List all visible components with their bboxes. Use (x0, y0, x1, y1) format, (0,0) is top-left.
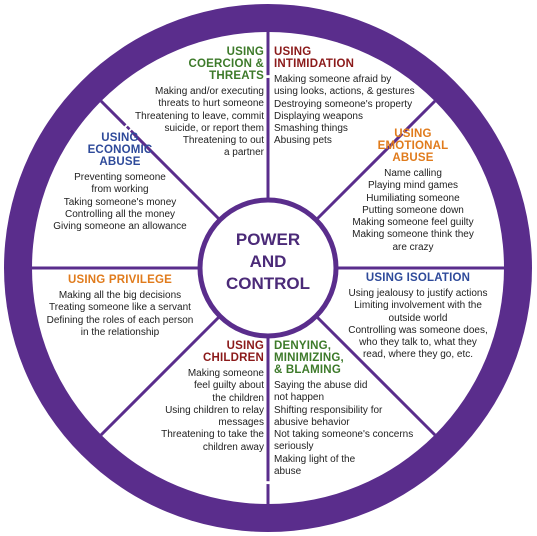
segment-item: Giving someone an allowance (53, 221, 187, 233)
center-line-3: CONTROL (225, 274, 311, 293)
segment-item: Defining the roles of each person (46, 314, 194, 326)
segment-item: Shifting responsibility for (274, 404, 383, 416)
segment-item: Humiliating someone (366, 192, 460, 204)
segment-title-line: ABUSE (392, 152, 434, 164)
segment-item: Making light of the (274, 453, 356, 465)
segment-title-line: USING PRIVILEGE (68, 274, 172, 286)
segment-item: messages (218, 417, 264, 429)
segment-item: Making someone afraid by (274, 74, 392, 85)
segment-item: Abusing pets (274, 135, 332, 147)
segment-item: read, where they go, etc. (362, 349, 474, 361)
segment-item: feel guilty about (193, 380, 264, 392)
segment-item: Threatening to leave, commit (135, 110, 264, 122)
segment-item: are crazy (392, 241, 434, 253)
segment-item: Making someone (187, 368, 264, 379)
center-line-1: POWER (235, 230, 301, 249)
segment-item: Limiting involvement with the (354, 300, 482, 312)
segment-item: Playing mind games (367, 180, 459, 192)
segment-title-line: & BLAMING (274, 364, 341, 376)
segment-title-line: MINIMIZING, (274, 352, 344, 364)
segment-title-line: EMOTIONAL (377, 140, 449, 152)
segment-item: Controlling was someone does, (348, 324, 488, 336)
segment-item: Not taking someone's concerns (274, 429, 414, 441)
segment-item: using looks, actions, & gestures (274, 86, 415, 98)
segment-item: suicide, or report them (164, 122, 265, 134)
segment-title-line: USING (394, 128, 432, 140)
segment-item: from working (91, 184, 149, 196)
segment-title-line: USING (101, 132, 139, 144)
segment-title-line: USING (226, 46, 264, 58)
segment-title-line: CHILDREN (202, 352, 264, 364)
segment-isolation: USING ISOLATION Using jealousy to justify… (338, 272, 498, 362)
segment-privilege: USING PRIVILEGE Making all the big decisi… (36, 274, 204, 339)
segment-title-line: ECONOMIC (87, 144, 153, 156)
segment-title-line: USING ISOLATION (365, 272, 471, 284)
segment-title-line: THREATS (209, 70, 264, 82)
segment-item: Threatening to out (182, 135, 264, 147)
segment-item: abusive behavior (274, 416, 350, 428)
center-label: POWER AND CONTROL (218, 229, 318, 295)
center-hub (197, 197, 339, 339)
segment-title-privilege: USING PRIVILEGE (36, 274, 204, 286)
segment-item: threats to hurt someone (158, 98, 264, 110)
segment-item: Making and/or executing (155, 86, 264, 97)
segment-item: outside world (388, 312, 448, 324)
segment-item: Saying the abuse did (274, 380, 368, 391)
segment-title-line: ABUSE (99, 156, 141, 168)
segment-title-line: INTIMIDATION (274, 58, 355, 70)
segment-item: Taking someone's money (63, 196, 177, 208)
segment-item: Preventing someone (74, 172, 166, 183)
segment-item: Smashing things (274, 123, 348, 135)
segment-item: the children (212, 392, 264, 404)
segment-item: Destroying someone's property (274, 98, 413, 110)
segment-item: Using children to relay (165, 404, 264, 416)
segment-item: Name calling (384, 168, 442, 179)
segment-dividers (32, 32, 504, 504)
segment-item: Treating someone like a servant (49, 302, 191, 314)
segment-item: Making all the big decisions (58, 290, 182, 301)
segment-item: children away (202, 441, 264, 453)
segment-title-denying: DENYING,MINIMIZING,& BLAMING (274, 340, 434, 376)
segment-item: Controlling all the money (64, 208, 176, 220)
segment-title-line: COERCION & (188, 58, 264, 70)
segment-item: who they talk to, what they (359, 337, 477, 349)
segment-item: a partner (223, 147, 264, 159)
segment-item: Using jealousy to justify actions (348, 288, 488, 299)
segment-item: Threatening to take the (161, 429, 264, 441)
segment-item: Putting someone down (362, 204, 464, 216)
segment-item: seriously (274, 441, 314, 453)
segment-item: in the relationship (80, 326, 160, 338)
segment-title-line: USING (274, 46, 312, 58)
segment-item: Displaying weapons (274, 110, 363, 122)
segment-title-line: USING (226, 340, 264, 352)
segment-denying: DENYING,MINIMIZING,& BLAMING Saying the a… (274, 340, 434, 478)
segment-item: Making someone think they (352, 229, 474, 241)
center-line-2: AND (249, 252, 287, 271)
segment-item: abuse (274, 466, 302, 478)
segment-item: not happen (274, 392, 325, 404)
segment-title-line: DENYING, (274, 340, 332, 352)
segment-title-isolation: USING ISOLATION (338, 272, 498, 284)
segment-item: Making someone feel guilty (352, 217, 474, 229)
